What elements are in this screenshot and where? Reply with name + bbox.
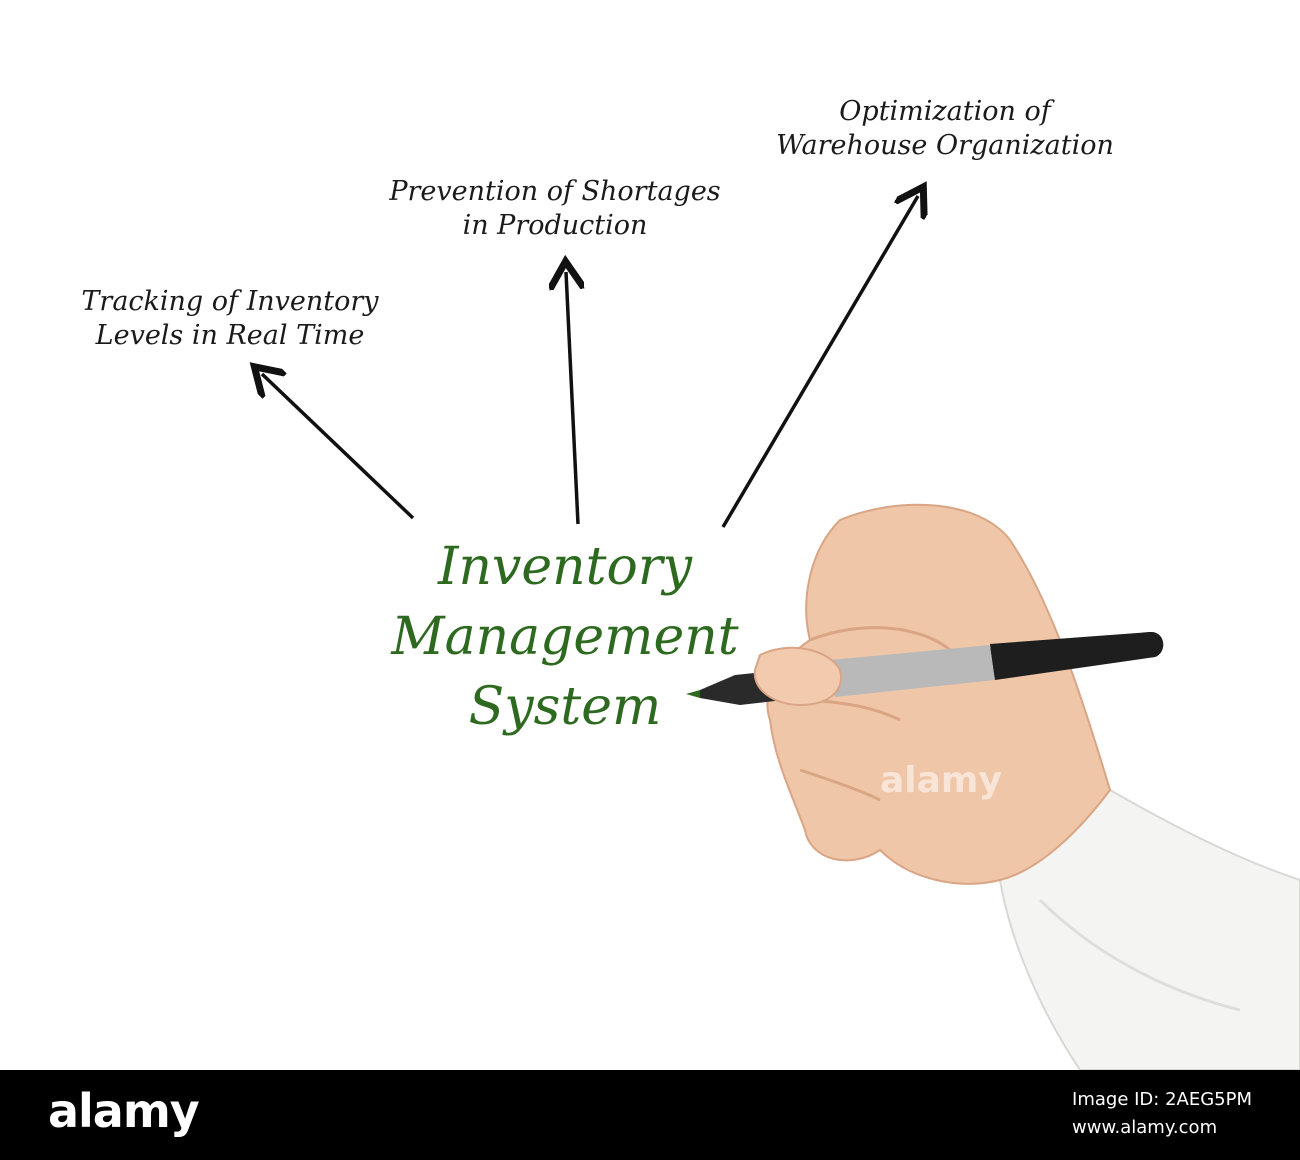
branch-label-line: in Production — [462, 210, 648, 241]
center-title-line: Inventory — [437, 537, 693, 597]
arrow-icon — [721, 196, 918, 528]
footer-meta: Image ID: 2AEG5PM www.alamy.com — [1072, 1086, 1252, 1142]
footer-bar: alamy Image ID: 2AEG5PM www.alamy.com — [0, 1070, 1300, 1160]
branch-label-line: Prevention of Shortages — [389, 176, 721, 207]
center-title-line: Management — [391, 607, 739, 667]
branch-label-optimization: Optimization of Warehouse Organization — [720, 95, 1170, 163]
arrows-layer — [0, 0, 1300, 528]
watermark: alamy — [880, 760, 1002, 801]
hand-holding-marker-icon — [686, 503, 1300, 1070]
branch-label-tracking: Tracking of Inventory Levels in Real Tim… — [40, 285, 420, 353]
branch-label-line: Optimization of — [839, 96, 1051, 127]
branch-label-line: Warehouse Organization — [776, 130, 1114, 161]
center-title-line: System — [468, 677, 662, 737]
branch-label-prevention: Prevention of Shortages in Production — [350, 175, 760, 243]
site-url-text: www.alamy.com — [1072, 1117, 1218, 1138]
branch-label-line: Tracking of Inventory — [81, 286, 379, 317]
diagram-canvas: Tracking of Inventory Levels in Real Tim… — [0, 0, 1300, 1070]
center-title: Inventory Management System — [330, 532, 800, 742]
footer-logo: alamy — [48, 1084, 200, 1138]
arrow-icon — [566, 272, 578, 525]
arrow-icon — [262, 374, 415, 520]
branch-label-line: Levels in Real Time — [95, 320, 365, 351]
image-id-text: Image ID: 2AEG5PM — [1072, 1089, 1252, 1110]
